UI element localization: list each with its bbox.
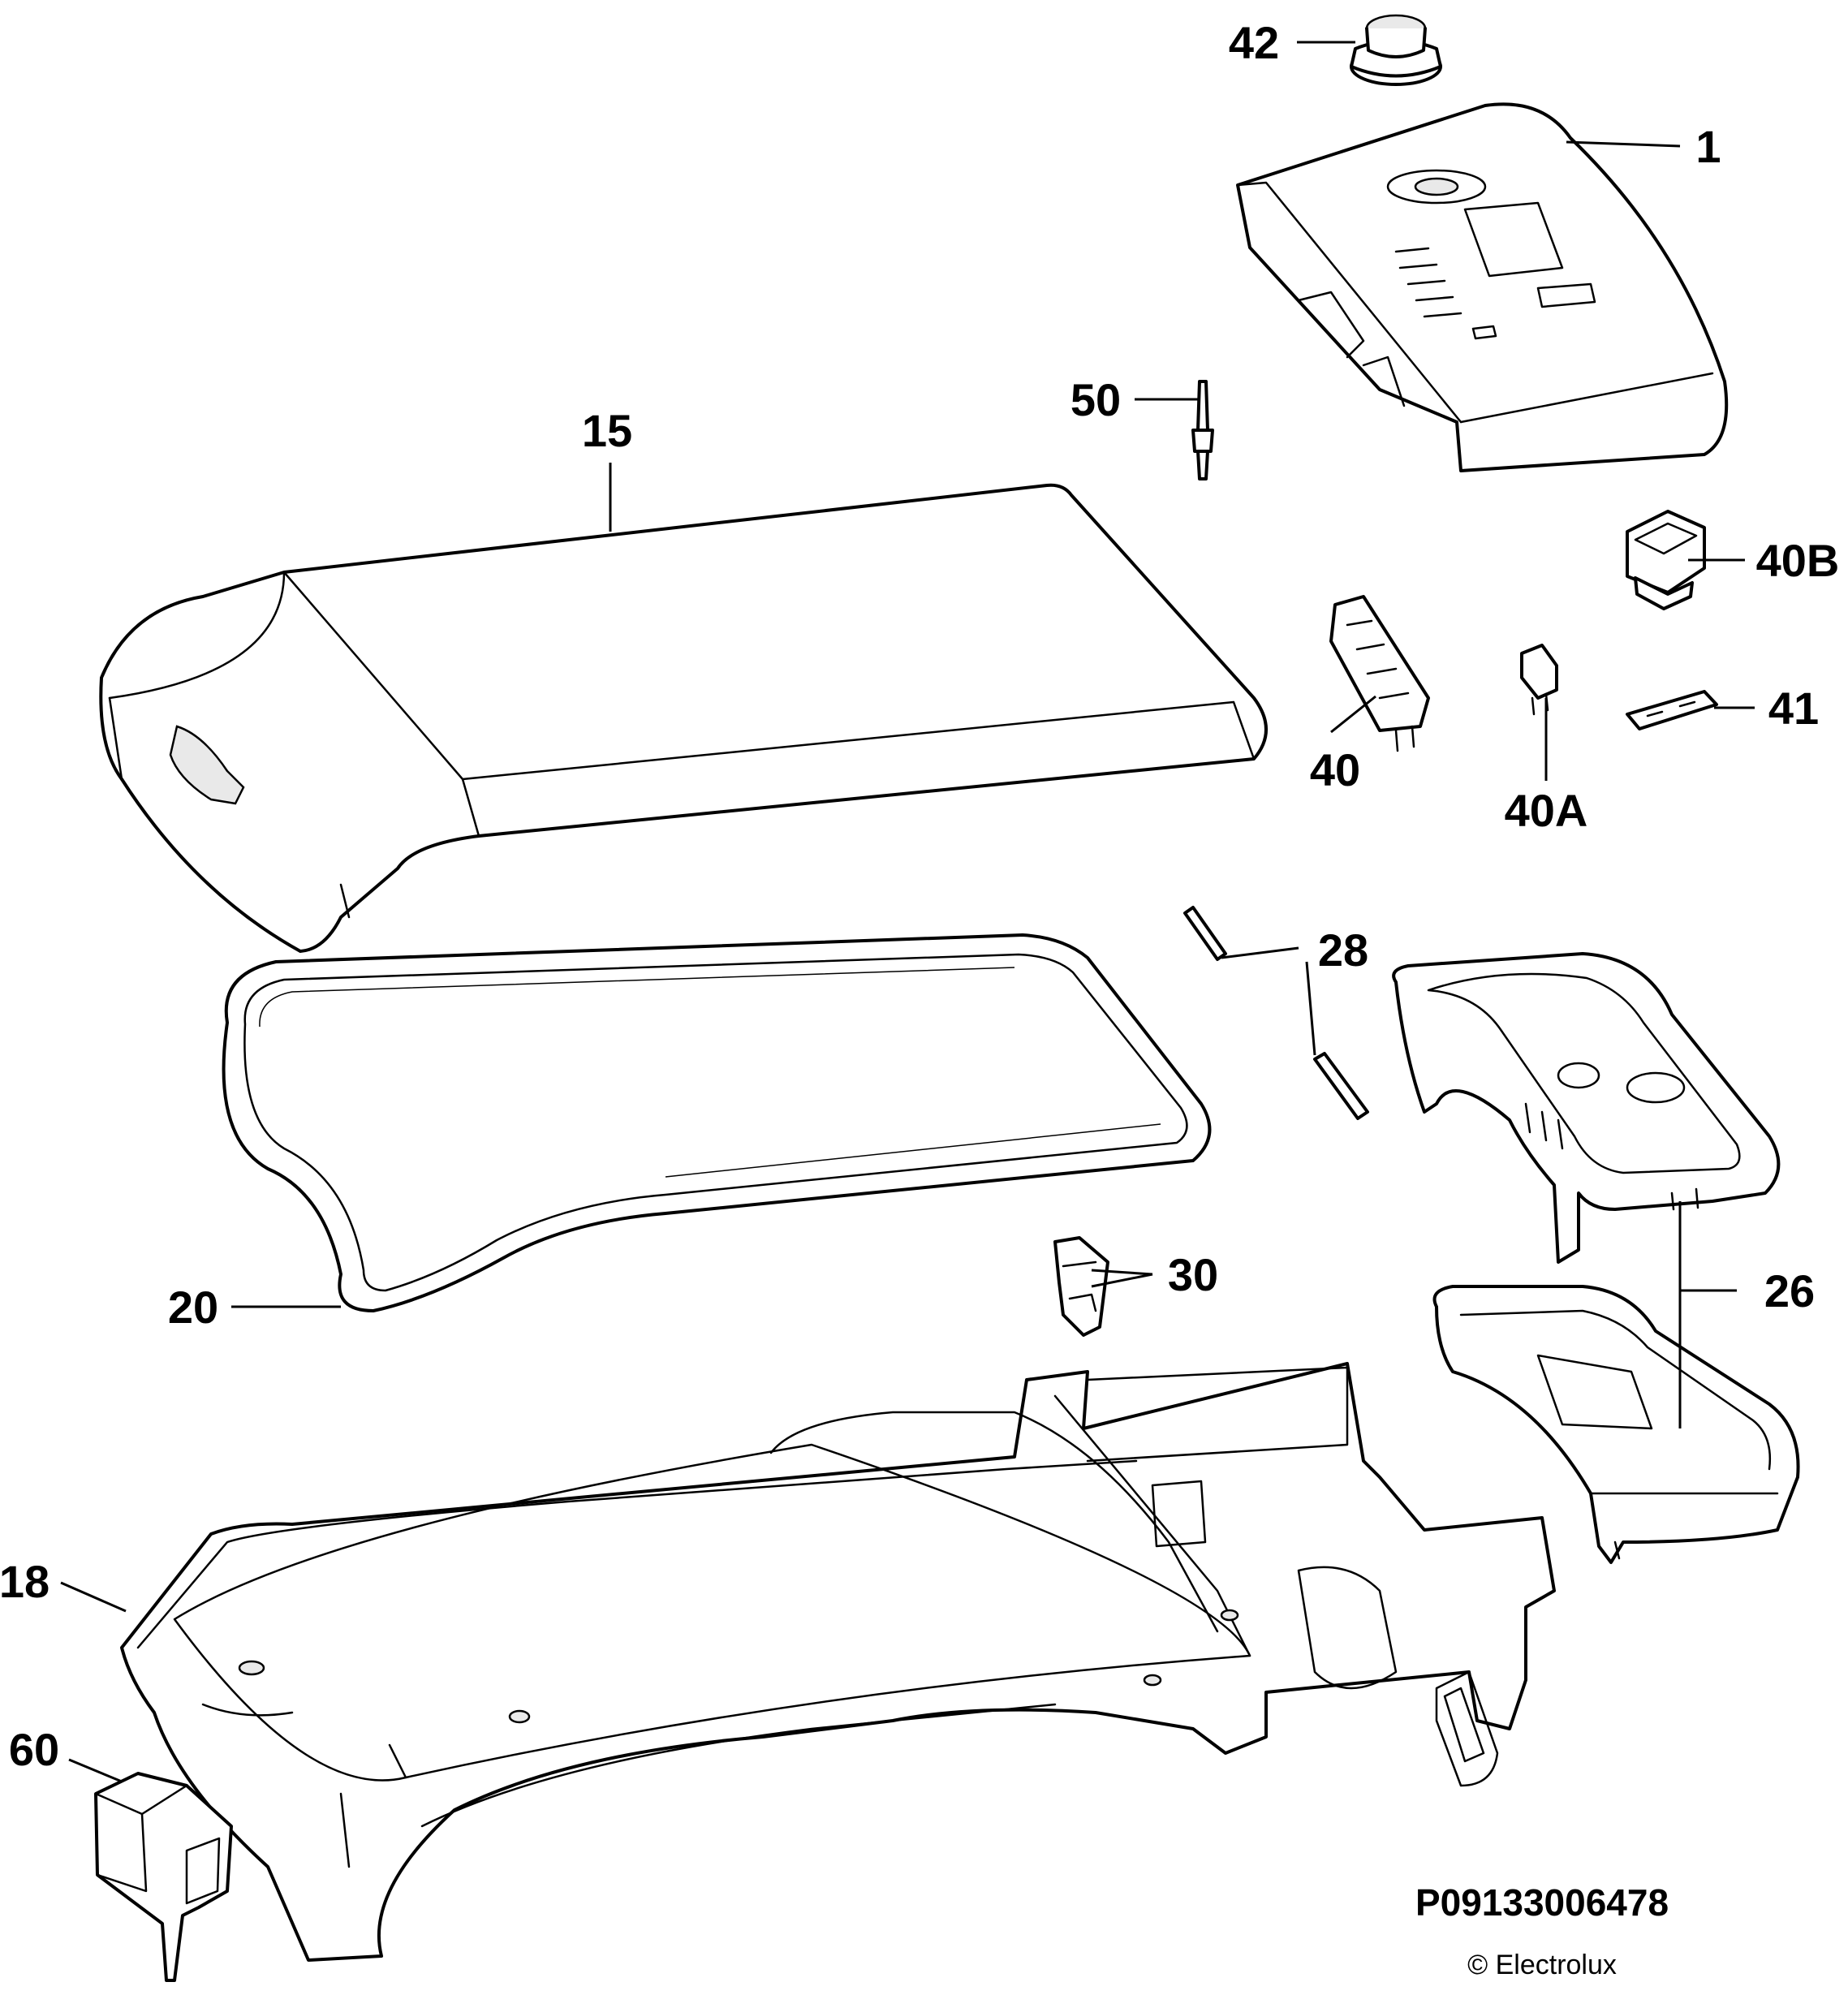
copyright-notice: © Electrolux [1467,1950,1617,1980]
part-40b-switch [1626,510,1706,610]
part-30-clip [1053,1236,1109,1337]
callout-18: 18 [0,1556,50,1607]
callout-40a: 40A [1505,785,1588,836]
callout-41: 41 [1768,683,1819,734]
callout-1: 1 [1695,121,1721,172]
part-40-button-strip [1329,595,1430,752]
part-15-lid [99,483,1268,953]
part-60-door-lock [94,1772,233,1982]
reference-number: P09133006478 [1415,1881,1669,1924]
callout-26: 26 [1764,1265,1815,1316]
part-40a-button [1520,644,1558,716]
callout-20: 20 [168,1282,218,1333]
callout-40b: 40B [1756,535,1840,586]
leader-lines [60,41,1755,1783]
callout-60: 60 [9,1724,59,1775]
callout-15: 15 [582,405,632,456]
part-18-base-frame [120,1362,1556,1962]
callout-40: 40 [1310,744,1360,795]
part-50-pin [1191,380,1214,480]
callout-50: 50 [1070,374,1121,425]
part-42-knob [1350,14,1442,86]
part-41-light-pipe [1626,690,1718,730]
callout-30: 30 [1168,1249,1218,1300]
part-1-control-panel [1236,102,1729,472]
callout-28: 28 [1318,924,1368,976]
part-20-seal [222,933,1212,1312]
callout-42: 42 [1229,17,1279,68]
part-26-upper-frame [1392,952,1781,1264]
part-28-pins [1183,906,1369,1120]
part-26-lower-drawer [1432,1285,1800,1564]
